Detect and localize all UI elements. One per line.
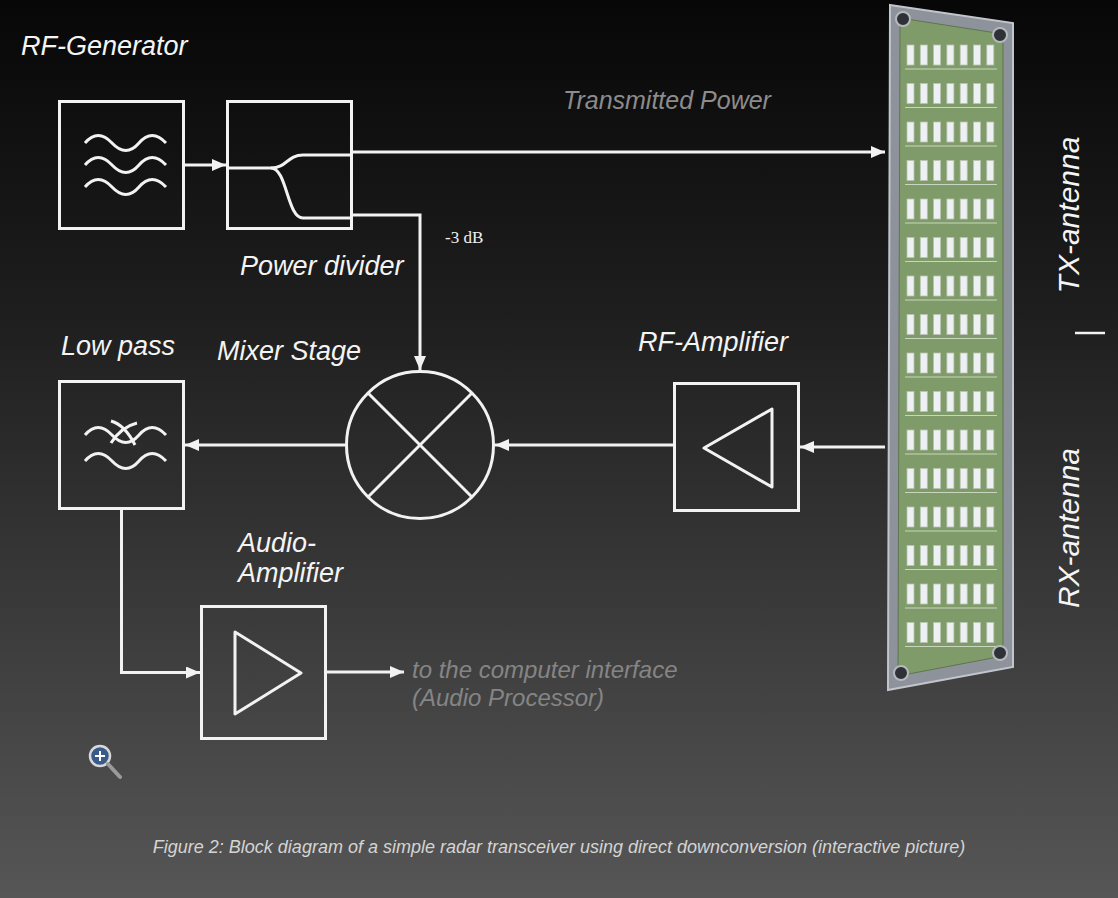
node-label: TX-antenna bbox=[1052, 100, 1088, 330]
rf-amplifier-box: RF-Amplifier bbox=[673, 382, 800, 512]
node-symbol bbox=[345, 370, 495, 520]
node-label: RF-Amplifier bbox=[638, 327, 788, 357]
signal-arrow bbox=[353, 215, 420, 370]
audio-amplifier-box: Audio- Amplifier bbox=[200, 605, 327, 740]
signal-arrow bbox=[185, 444, 345, 447]
node-symbol bbox=[229, 103, 350, 227]
signal-arrow bbox=[495, 444, 673, 447]
node-label: RF-Generator bbox=[21, 31, 188, 61]
node-symbol bbox=[61, 103, 182, 227]
screw bbox=[993, 646, 1007, 660]
divider-box: Power divider bbox=[226, 100, 353, 230]
lowpass-box: Low pass bbox=[58, 380, 185, 510]
antenna-board bbox=[898, 18, 1003, 676]
node-symbol bbox=[676, 385, 797, 509]
screw bbox=[894, 666, 908, 680]
mixer-circle: Mixer Stage bbox=[345, 370, 495, 520]
signal-arrow bbox=[122, 510, 201, 673]
node-symbol bbox=[203, 608, 324, 737]
antenna-frame bbox=[888, 5, 1013, 690]
generator-box: RF-Generator bbox=[58, 100, 185, 230]
signal-arrow bbox=[353, 151, 885, 154]
zoom-icon bbox=[90, 746, 120, 777]
output-arrow bbox=[327, 671, 404, 674]
node-label: Audio- Amplifier bbox=[238, 528, 398, 588]
node-label: RX-antenna bbox=[1052, 413, 1088, 643]
signal-arrow bbox=[185, 164, 226, 167]
signal-arrow bbox=[800, 446, 885, 449]
antenna-panel: TX-antennaRX-antenna bbox=[885, 5, 1110, 695]
screw bbox=[993, 28, 1007, 42]
figure-caption: Figure 2: Block diagram of a simple rada… bbox=[10, 836, 1108, 859]
separator-line bbox=[1075, 332, 1105, 335]
node-label: Power divider bbox=[240, 251, 404, 281]
edge-label: -3 dB bbox=[445, 228, 483, 248]
node-symbol bbox=[61, 383, 182, 507]
edge-label: Transmitted Power bbox=[563, 86, 771, 115]
patch-array bbox=[905, 45, 997, 647]
interface-note: to the computer interface (Audio Process… bbox=[412, 656, 742, 711]
node-label: Mixer Stage bbox=[217, 336, 361, 366]
screw bbox=[896, 12, 910, 26]
node-label: Low pass bbox=[61, 331, 175, 361]
